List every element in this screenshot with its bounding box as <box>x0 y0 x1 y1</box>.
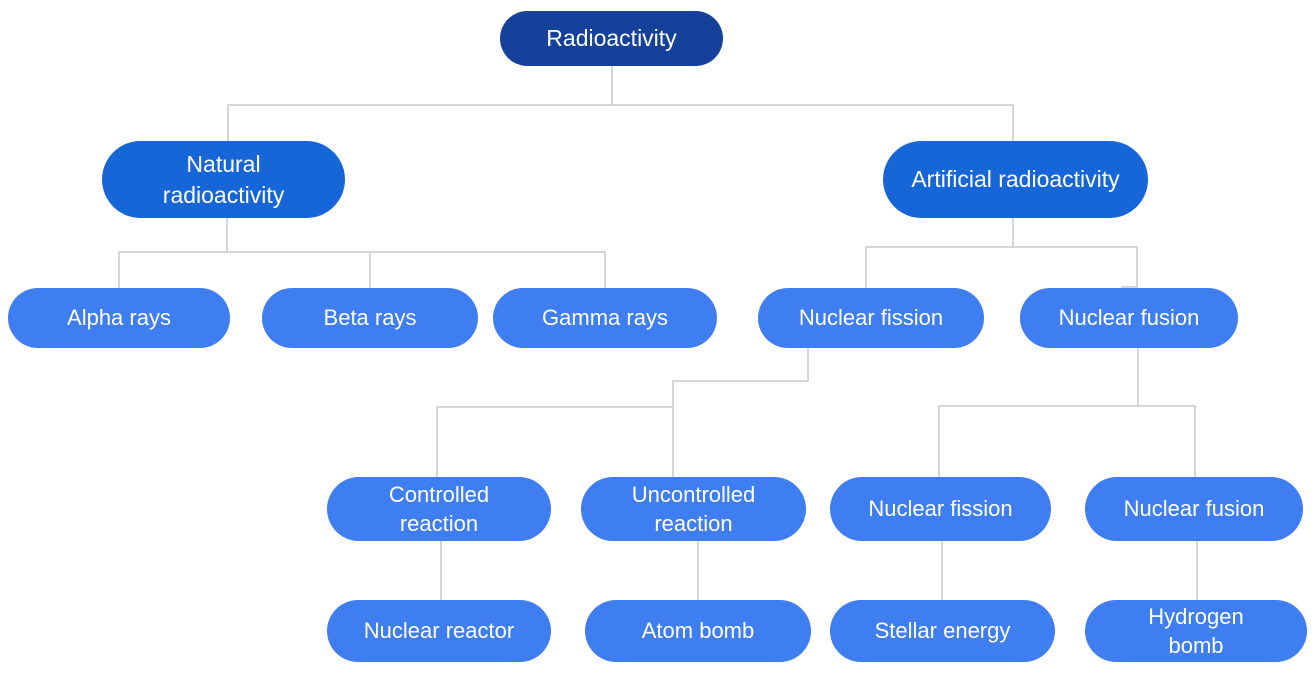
node-artificial-radioactivity: Artificial radioactivity <box>883 141 1148 218</box>
connector-fission-to-reactions <box>436 348 809 478</box>
node-nuclear-fusion: Nuclear fusion <box>1020 288 1238 348</box>
node-natural-radioactivity: Natural radioactivity <box>102 141 345 218</box>
node-radioactivity: Radioactivity <box>500 11 723 66</box>
connector-level4-to-level5 <box>440 541 1198 600</box>
connector-root-to-level2 <box>227 66 1014 141</box>
node-beta-rays: Beta rays <box>262 288 478 348</box>
node-controlled-reaction: Controlled reaction <box>327 477 551 541</box>
connector-artificial-to-fission-fusion <box>865 218 1138 289</box>
connector-natural-to-rays <box>118 218 606 288</box>
node-nuclear-fission: Nuclear fission <box>758 288 984 348</box>
node-uncontrolled-reaction: Uncontrolled reaction <box>581 477 806 541</box>
node-nuclear-fusion-sub: Nuclear fusion <box>1085 477 1303 541</box>
connector-fusion-to-subtypes <box>938 348 1196 477</box>
node-nuclear-reactor: Nuclear reactor <box>327 600 551 662</box>
node-stellar-energy: Stellar energy <box>830 600 1055 662</box>
node-atom-bomb: Atom bomb <box>585 600 811 662</box>
node-nuclear-fission-sub: Nuclear fission <box>830 477 1051 541</box>
node-hydrogen-bomb: Hydrogen bomb <box>1085 600 1307 662</box>
node-alpha-rays: Alpha rays <box>8 288 230 348</box>
node-gamma-rays: Gamma rays <box>493 288 717 348</box>
